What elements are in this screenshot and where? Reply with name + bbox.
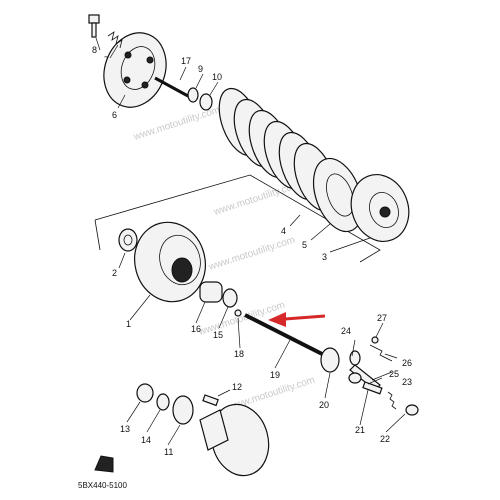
crank-drum (199, 403, 270, 477)
nut-part-9 (187, 87, 199, 103)
gear-part-11 (172, 395, 194, 425)
push-rod-part-17 (154, 76, 189, 98)
callout-19: 19 (270, 370, 280, 380)
washer-part-10 (199, 93, 213, 111)
callout-4: 4 (281, 226, 286, 236)
callout-22: 22 (380, 434, 390, 444)
callout-10: 10 (212, 72, 222, 82)
callout-13: 13 (120, 424, 130, 434)
callout-21: 21 (355, 425, 365, 435)
adjust-assembly-parts-21-27 (348, 336, 419, 416)
push-lever-part-20 (320, 347, 340, 373)
callout-20: 20 (319, 400, 329, 410)
callout-24: 24 (341, 326, 351, 336)
callout-27: 27 (377, 313, 387, 323)
clutch-boss-part-3 (350, 174, 410, 242)
ball-part-18 (234, 309, 242, 317)
thrust-washer-part-2-hole (123, 234, 133, 246)
callout-2: 2 (112, 268, 117, 278)
highlight-arrow (268, 312, 326, 327)
drawing-code: 5BX440-5100 (78, 481, 127, 490)
callout-6: 6 (112, 110, 117, 120)
washer-part-14 (156, 393, 170, 411)
washer-part-15 (222, 288, 238, 308)
callout-5: 5 (302, 240, 307, 250)
callout-7: 7 (104, 55, 109, 65)
assembly-outline (94, 174, 381, 263)
callout-23: 23 (402, 377, 412, 387)
callout-25: 25 (389, 369, 399, 379)
watermark: www.motoutility.com (132, 105, 222, 144)
callout-16: 16 (191, 324, 201, 334)
spacer-part-16 (199, 281, 223, 303)
callout-18: 18 (234, 349, 244, 359)
key-part-12 (202, 394, 219, 407)
bolt-part-8 (88, 14, 100, 38)
push-rod-part-19 (244, 313, 331, 360)
clutch-housing-part-1 (134, 221, 206, 303)
thrust-washer-part-2 (118, 228, 138, 252)
nut-part-13 (136, 383, 154, 403)
callout-26: 26 (402, 358, 412, 368)
callout-8: 8 (92, 45, 97, 55)
leader-lines (95, 37, 406, 446)
callout-9: 9 (198, 64, 203, 74)
callout-15: 15 (213, 330, 223, 340)
clutch-plate-stack-part-4 (218, 87, 337, 212)
spring-part-7 (107, 31, 123, 49)
fitting-icon (94, 455, 114, 473)
callout-3: 3 (322, 252, 327, 262)
callout-14: 14 (141, 435, 151, 445)
callout-17: 17 (181, 56, 191, 66)
watermark: www.motoutility.com (207, 235, 297, 274)
callout-11: 11 (164, 447, 173, 457)
pressure-plate-part-6 (103, 32, 167, 108)
callout-1: 1 (126, 319, 131, 329)
callout-12: 12 (232, 382, 242, 392)
assembly-outline (94, 219, 101, 251)
callout-labels: 1 2 3 4 5 6 7 8 9 10 11 12 13 14 15 16 1… (92, 45, 412, 457)
